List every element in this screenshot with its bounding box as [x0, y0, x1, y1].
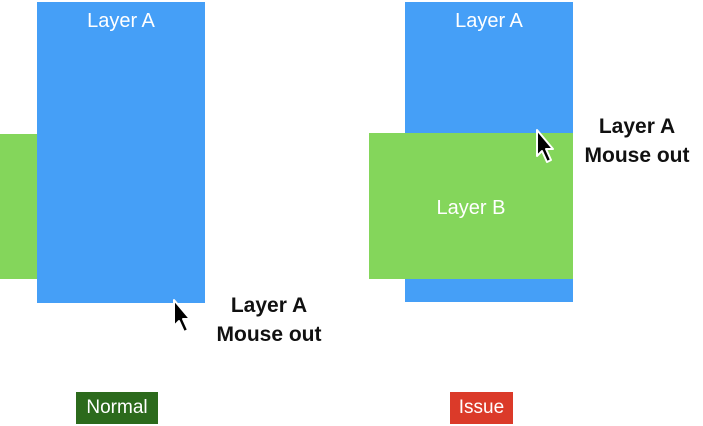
- normal-caption: Layer A Mouse out: [200, 291, 338, 349]
- normal-layer-a: Layer A: [37, 2, 205, 303]
- normal-layer-b: [0, 134, 40, 279]
- issue-layer-b-label: Layer B: [436, 197, 506, 219]
- issue-caption: Layer A Mouse out: [568, 112, 703, 170]
- issue-caption-line2: Mouse out: [584, 144, 690, 167]
- mouse-pointer-icon: [536, 129, 554, 163]
- issue-badge: Issue: [450, 392, 513, 424]
- normal-badge: Normal: [76, 392, 158, 424]
- issue-caption-line1: Layer A: [598, 115, 676, 138]
- issue-layer-b: Layer B: [369, 133, 573, 279]
- mouse-pointer-icon: [173, 299, 191, 333]
- normal-layer-a-label: Layer A: [87, 10, 155, 32]
- normal-caption-line1: Layer A: [230, 294, 308, 317]
- normal-caption-line2: Mouse out: [216, 323, 322, 346]
- issue-layer-a-label: Layer A: [455, 10, 523, 32]
